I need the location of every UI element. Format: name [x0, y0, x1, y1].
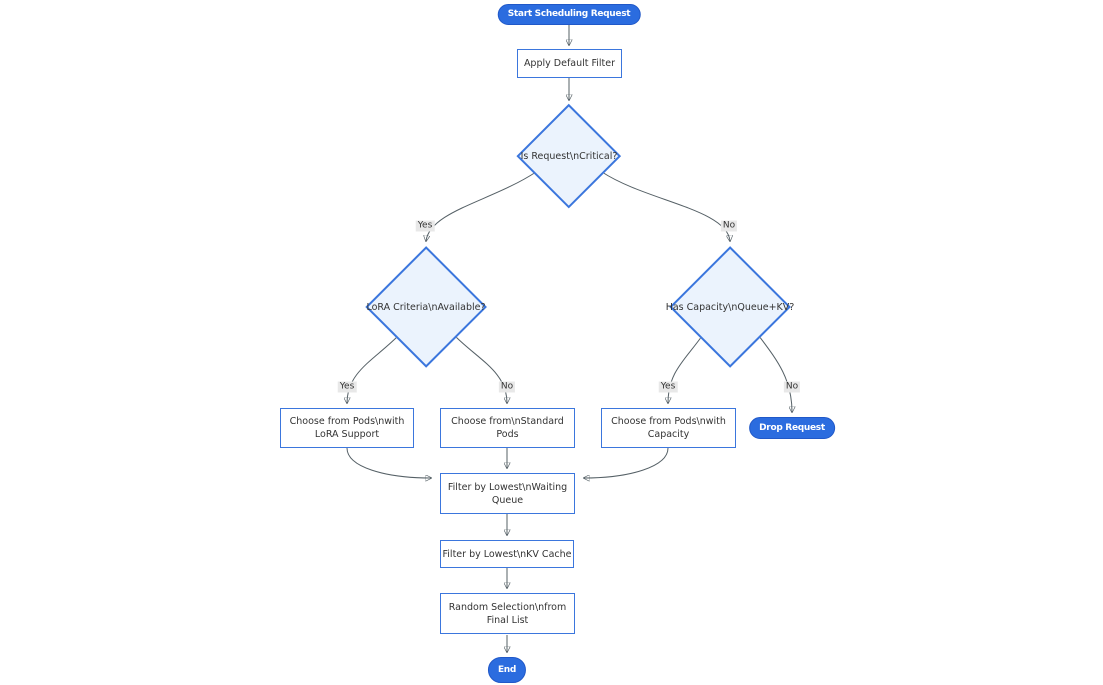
edge-lora-no-to-choose-standard	[454, 335, 507, 403]
node-filter-lowest-waiting-queue: Filter by Lowest\nWaiting Queue	[440, 473, 575, 514]
node-choose-pods-lora-support: Choose from Pods\nwith LoRA Support	[280, 408, 414, 448]
edge-choose-lora-to-filter-waiting	[346, 447, 431, 478]
edge-capacity-yes-to-choose-capacity	[668, 335, 703, 403]
edge-label-lora-no: No	[498, 381, 516, 393]
node-random-selection-final-list: Random Selection\nfrom Final List	[440, 593, 575, 634]
node-start: Start Scheduling Request	[497, 4, 641, 25]
edge-capacity-no-to-drop-request	[758, 335, 792, 412]
node-end-label: End	[497, 664, 517, 675]
decision-is-request-critical: Is Request\nCritical?	[517, 104, 621, 208]
edge-label-capacity-no: No	[783, 381, 801, 393]
edge-choose-capacity-to-filter-waiting	[584, 447, 669, 478]
decision-has-capacity-queue-kv-label: Has Capacity\nQueue+KV?	[665, 301, 795, 313]
edge-label-capacity-yes: Yes	[658, 381, 678, 393]
decision-has-capacity-queue-kv: Has Capacity\nQueue+KV?	[665, 245, 795, 368]
edge-label-lora-yes: Yes	[337, 381, 357, 393]
edge-lora-yes-to-choose-lora	[347, 335, 399, 403]
node-filter-lowest-kv-cache-label: Filter by Lowest\nKV Cache	[442, 548, 572, 560]
node-filter-lowest-waiting-queue-label: Filter by Lowest\nWaiting Queue	[447, 481, 568, 506]
node-filter-lowest-kv-cache: Filter by Lowest\nKV Cache	[440, 540, 574, 568]
node-random-selection-final-list-label: Random Selection\nfrom Final List	[448, 601, 567, 626]
node-choose-standard-pods-label: Choose from\nStandard Pods	[451, 416, 564, 440]
edge-is-critical-no-to-has-capacity	[601, 171, 730, 241]
edge-label-critical-yes: Yes	[415, 220, 435, 232]
edge-label-critical-no: No	[720, 220, 738, 232]
node-choose-standard-pods: Choose from\nStandard Pods	[440, 408, 575, 448]
decision-is-request-critical-label: Is Request\nCritical?	[520, 150, 618, 162]
node-choose-pods-capacity: Choose from Pods\nwith Capacity	[601, 408, 736, 448]
node-start-label: Start Scheduling Request	[507, 9, 631, 19]
decision-lora-criteria-available-label: LoRA Criteria\nAvailable?	[366, 301, 486, 313]
decision-lora-criteria-available: LoRA Criteria\nAvailable?	[364, 245, 487, 368]
node-end: End	[487, 657, 527, 683]
node-choose-pods-lora-support-label: Choose from Pods\nwith LoRA Support	[289, 416, 405, 440]
node-drop-request: Drop Request	[749, 417, 835, 439]
node-drop-request-label: Drop Request	[759, 422, 825, 433]
node-choose-pods-capacity-label: Choose from Pods\nwith Capacity	[611, 416, 726, 440]
node-apply-default-filter-label: Apply Default Filter	[523, 58, 616, 69]
node-apply-default-filter: Apply Default Filter	[517, 49, 622, 78]
